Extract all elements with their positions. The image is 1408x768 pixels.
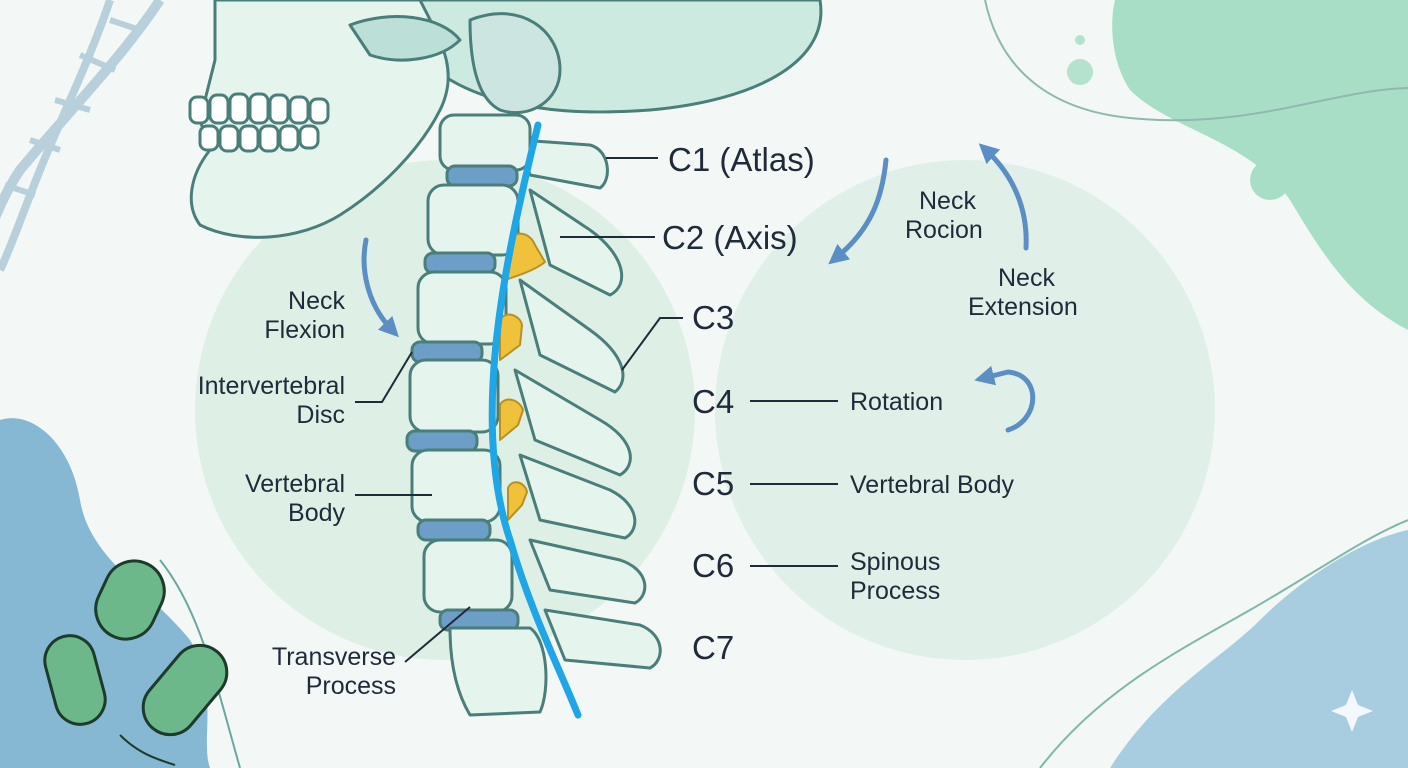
cervical-spine	[405, 113, 662, 717]
vertebra-c7	[448, 608, 662, 717]
rotation-curl-arrow	[974, 365, 1036, 433]
skull	[188, 0, 823, 239]
label-intervertebral-disc: Intervertebral Disc	[145, 372, 345, 430]
vertebral-body-c6	[422, 538, 514, 614]
spinous-process-c6	[528, 538, 647, 605]
green-dot	[1067, 59, 1093, 85]
vertebra-c4	[408, 358, 632, 477]
label-c7: C7	[692, 629, 735, 666]
vertebral-body-c4	[408, 358, 500, 434]
label-c4: C4	[692, 383, 735, 420]
spinous-process-c1	[518, 138, 609, 190]
joint-highlight	[504, 232, 546, 281]
green-dot	[1250, 160, 1290, 200]
label-c5: C5	[692, 465, 735, 502]
vertebral-body-c3	[416, 270, 508, 346]
joint-highlight	[499, 398, 524, 441]
joint-highlight	[499, 313, 523, 361]
extension-up-arrow	[978, 143, 1029, 251]
green-dot	[1075, 35, 1085, 45]
vertebral-body-c5	[410, 448, 502, 524]
label-c1: C1 (Atlas)	[668, 141, 815, 178]
label-line: Transverse	[271, 643, 396, 671]
joint-highlight	[507, 481, 528, 521]
leader-intervertebral-disc	[355, 351, 413, 403]
vertebral-body-c2	[426, 183, 520, 257]
label-neck-flexion: Neck Flexion	[205, 287, 345, 345]
cranium	[398, 0, 823, 114]
spinal-cord	[488, 121, 582, 719]
leader-lines	[355, 157, 838, 663]
label-line: Intervertebral	[197, 372, 345, 400]
label-line: Neck	[288, 287, 345, 315]
rotation-down-arrow	[828, 157, 889, 265]
spinous-process-c5	[518, 453, 637, 540]
blob-outline	[1039, 519, 1408, 768]
vertebra-c5	[410, 448, 637, 540]
label-line: Process	[850, 577, 941, 605]
label-neck-extension: Neck Extension	[968, 264, 1078, 322]
vertebra-c2	[426, 183, 624, 297]
label-c2: C2 (Axis)	[662, 219, 798, 256]
label-vertebral-body-left: Vertebral Body	[185, 470, 345, 528]
vertebral-body-c7	[448, 626, 548, 717]
wave-line	[984, 0, 1408, 122]
circle-right-backdrop	[715, 160, 1215, 660]
flexion-arrow	[361, 237, 399, 338]
sparkle-icon	[1331, 690, 1373, 732]
bacteria-icon	[43, 559, 229, 766]
dna-helix-icon	[0, 0, 165, 272]
blue-blob-bottom-right	[1110, 530, 1408, 768]
label-neck-rotation: Neck Rocion	[905, 187, 983, 245]
label-line: Disc	[296, 401, 345, 429]
leader-c3	[621, 317, 683, 371]
label-line: Neck	[998, 264, 1055, 292]
vertebral-body-c1	[438, 113, 532, 172]
zygomatic	[348, 15, 462, 62]
disc-c1	[445, 164, 519, 188]
label-line: Process	[305, 672, 396, 700]
occipital	[468, 12, 562, 115]
label-c6: C6	[692, 547, 735, 584]
facet-joints	[499, 232, 546, 521]
label-vertebral-body-right: Vertebral Body	[850, 471, 1014, 499]
label-line: Extension	[968, 293, 1078, 321]
vertebra-c6	[422, 538, 647, 614]
disc-c4	[405, 429, 479, 453]
label-rotation: Rotation	[850, 388, 944, 416]
spinous-process-c4	[513, 368, 632, 477]
motion-arrows	[361, 143, 1036, 433]
label-spinous-process: Spinous Process	[850, 548, 940, 606]
disc-c5	[416, 518, 492, 542]
teeth	[188, 92, 330, 153]
label-line: Spinous	[850, 548, 941, 576]
label-transverse-process: Transverse Process	[216, 643, 396, 701]
label-line: Rocion	[905, 216, 983, 244]
label-line: Flexion	[264, 316, 345, 344]
label-c3: C3	[692, 299, 735, 336]
label-line: Neck	[919, 187, 976, 215]
label-line: Vertebral	[244, 470, 345, 498]
spinous-process-c7	[543, 608, 662, 670]
label-line: Body	[288, 499, 345, 527]
disc-c2	[423, 251, 497, 275]
leader-transverse-process	[404, 606, 471, 663]
spinous-process-c2	[528, 188, 624, 297]
